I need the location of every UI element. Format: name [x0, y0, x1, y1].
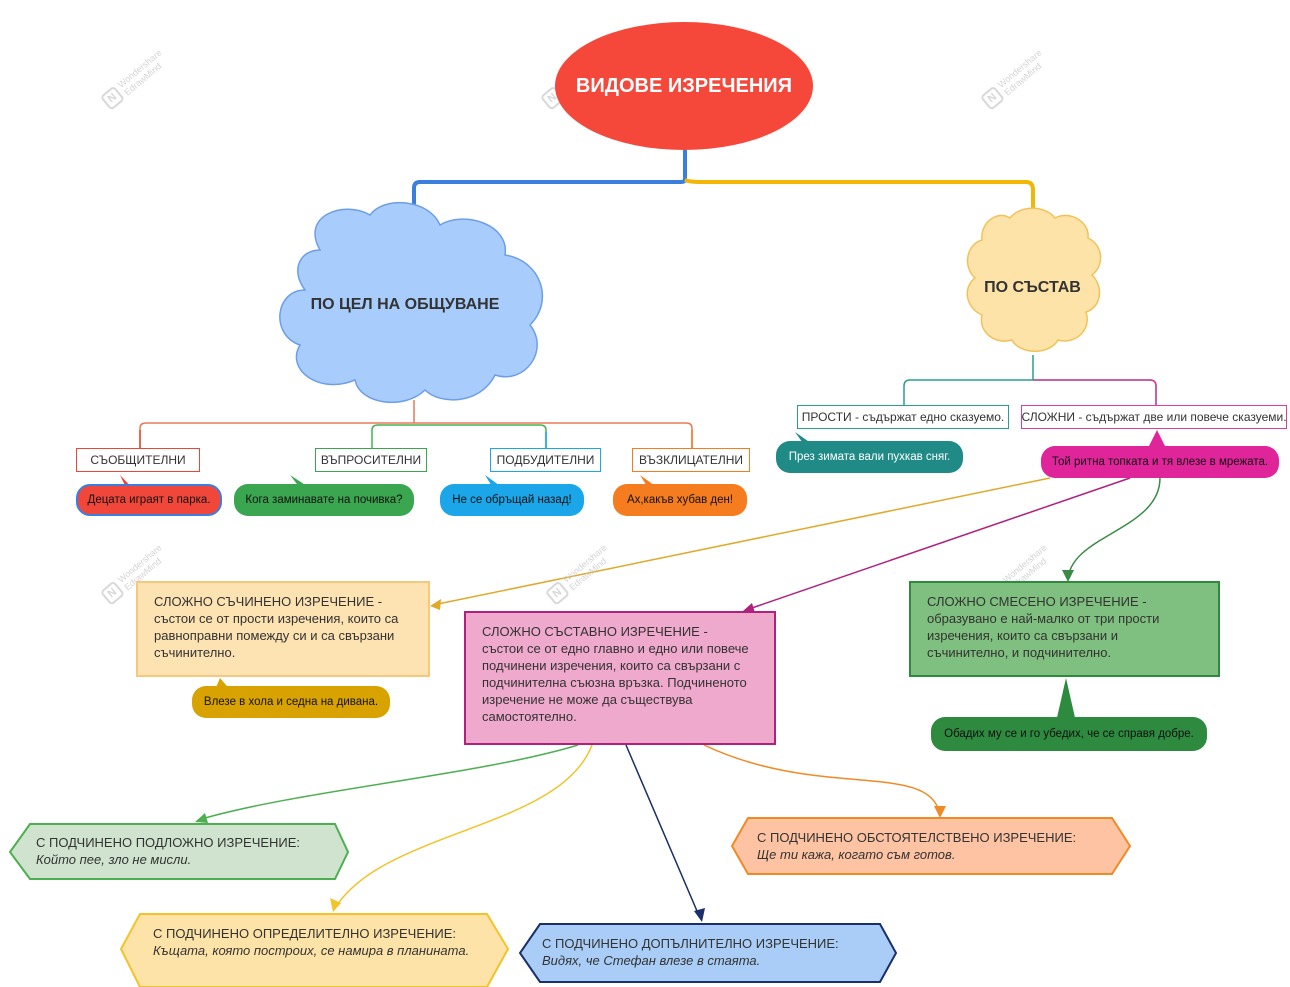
connector-to-mixed — [1067, 477, 1161, 581]
connector-root-left — [412, 150, 687, 214]
adverbial-clause-label: С ПОДЧИНЕНО ОБСТОЯТЕЛСТВЕНО ИЗРЕЧЕНИЕ: — [757, 830, 1077, 845]
example-imperative[interactable]: Не се обръщай назад! — [440, 484, 584, 516]
connector-to-object — [625, 744, 701, 919]
type-label-declarative[interactable]: СЪОБЩИТЕЛНИ — [76, 448, 200, 472]
mixed-title: СЛОЖНО СМЕСЕНО ИЗРЕЧЕНИЕ - — [927, 594, 1147, 609]
type-label-exclamatory[interactable]: ВЪЗКЛИЦАТЕЛНИ — [632, 448, 750, 472]
complex-subordinate-box[interactable]: СЛОЖНО СЪСТАВНО ИЗРЕЧЕНИЕ - състои се от… — [464, 611, 776, 745]
attributive-clause[interactable]: С ПОДЧИНЕНО ОПРЕДЕЛИТЕЛНО ИЗРЕЧЕНИЕ: Къщ… — [153, 925, 488, 959]
object-clause-label: С ПОДЧИНЕНО ДОПЪЛНИТЕЛНО ИЗРЕЧЕНИЕ: — [542, 936, 839, 951]
hex-attributive — [119, 913, 510, 987]
object-clause[interactable]: С ПОДЧИНЕНО ДОПЪЛНИТЕЛНО ИЗРЕЧЕНИЕ: Видя… — [542, 935, 872, 969]
complex-sub-title: СЛОЖНО СЪСТАВНО ИЗРЕЧЕНИЕ - — [482, 624, 708, 639]
hex-object — [518, 923, 898, 983]
compound-title: СЛОЖНО СЪЧИНЕНО ИЗРЕЧЕНИЕ - — [154, 594, 383, 609]
example-declarative[interactable]: Децата играят в парка. — [76, 484, 222, 516]
root-title: ВИДОВЕ ИЗРЕЧЕНИЯ — [575, 74, 793, 97]
example-complex[interactable]: Той ритна топката и тя влезе в мрежата. — [1041, 446, 1279, 478]
simple-label[interactable]: ПРОСТИ - съдържат едно сказуемо. — [797, 405, 1009, 429]
adverbial-clause[interactable]: С ПОДЧИНЕНО ОБСТОЯТЕЛСТВЕНО ИЗРЕЧЕНИЕ: Щ… — [757, 829, 1107, 863]
type-label-imperative[interactable]: ПОДБУДИТЕЛНИ — [490, 448, 601, 472]
connector-to-compound — [432, 477, 1051, 606]
connector-to-subject — [197, 744, 579, 821]
attributive-clause-example: Къщата, която построих, се намира в план… — [153, 943, 470, 958]
subject-clause-example: Който пее, зло не мисли. — [36, 852, 192, 867]
connector-to-complex-sub — [745, 477, 1131, 611]
connector-to-attributive — [333, 744, 593, 911]
complex-sub-body: състои се от едно главно и едно или пове… — [482, 641, 749, 724]
subject-clause-label: С ПОДЧИНЕНО ПОДЛОЖНО ИЗРЕЧЕНИЕ: — [36, 835, 301, 850]
object-clause-example: Видях, че Стефан влезе в стаята. — [542, 953, 761, 968]
connector-purpose — [139, 400, 693, 448]
mixed-sentence-box[interactable]: СЛОЖНО СМЕСЕНО ИЗРЕЧЕНИЕ - образувано е … — [909, 581, 1220, 677]
example-interrogative[interactable]: Кога заминавате на почивка? — [234, 484, 414, 516]
connector-root-right — [684, 178, 1035, 214]
cloud-shape — [279, 201, 544, 404]
type-label-interrogative[interactable]: ВЪПРОСИТЕЛНИ — [315, 448, 427, 472]
hex-adverbial — [730, 817, 1132, 875]
subject-clause[interactable]: С ПОДЧИНЕНО ПОДЛОЖНО ИЗРЕЧЕНИЕ: Който пе… — [36, 834, 336, 868]
branch-structure-title[interactable]: ПО СЪСТАВ — [984, 279, 1081, 296]
connector-to-adverbial — [703, 744, 941, 816]
attributive-clause-label: С ПОДЧИНЕНО ОПРЕДЕЛИТЕЛНО ИЗРЕЧЕНИЕ: — [153, 926, 456, 941]
branch-purpose-title[interactable]: ПО ЦЕЛ НА ОБЩУВАНЕ — [310, 296, 500, 313]
example-mixed[interactable]: Обадих му се и го убедих, че се справя д… — [931, 717, 1207, 751]
complex-label[interactable]: СЛОЖНИ - съдържат две или повече сказуем… — [1021, 405, 1287, 429]
example-exclamatory[interactable]: Ах,какъв хубав ден! — [613, 484, 747, 516]
root-node[interactable]: ВИДОВЕ ИЗРЕЧЕНИЯ — [555, 22, 813, 150]
compound-body: състои се от прости изречения, които са … — [154, 611, 399, 660]
example-simple[interactable]: През зимата вали пухкав сняг. — [776, 441, 963, 473]
example-compound[interactable]: Влезе в хола и седна на дивана. — [192, 686, 390, 718]
compound-sentence-box[interactable]: СЛОЖНО СЪЧИНЕНО ИЗРЕЧЕНИЕ - състои се от… — [136, 581, 430, 677]
adverbial-clause-example: Ще ти кажа, когато съм готов. — [757, 847, 956, 862]
flower-shape — [966, 207, 1102, 352]
mixed-body: образувано е най-малко от три прости изр… — [927, 611, 1160, 660]
hex-subject — [8, 823, 350, 880]
